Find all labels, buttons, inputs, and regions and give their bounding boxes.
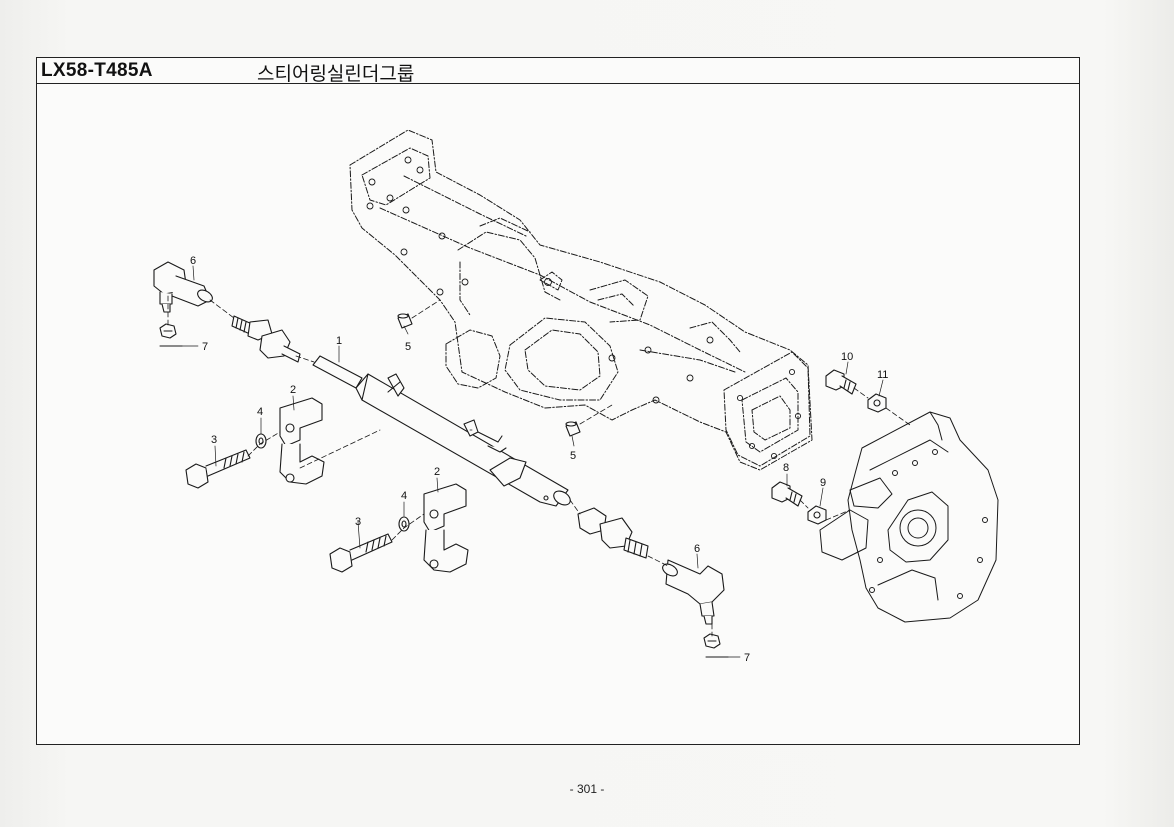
parts-diagram-frame: LX58-T485A 스티어링실린더그룹 — [36, 57, 1080, 745]
tie-rod-end-left — [153, 261, 213, 313]
bolt-8 — [771, 481, 803, 507]
callout-10: 10 — [841, 351, 853, 363]
callout-3-right: 3 — [355, 516, 361, 528]
callout-5-upper: 5 — [405, 341, 411, 353]
callout-7-right: 7 — [744, 652, 750, 664]
callout-6-left: 6 — [190, 255, 196, 267]
nut-11 — [867, 393, 887, 413]
callout-2-right: 2 — [434, 466, 440, 478]
group-name: 스티어링실린더그룹 — [257, 63, 415, 85]
callout-8: 8 — [783, 462, 789, 474]
callout-11: 11 — [877, 369, 888, 381]
callout-6-right: 6 — [694, 543, 700, 555]
washer-right — [398, 516, 410, 532]
model-code: LX58-T485A — [41, 60, 153, 81]
nut-9 — [807, 505, 827, 525]
title-bar: LX58-T485A 스티어링실린더그룹 — [37, 58, 1079, 85]
axle-housing-outline — [349, 129, 813, 471]
steering-cylinder — [312, 355, 571, 507]
callout-leaders — [181, 265, 884, 658]
callout-3-left: 3 — [211, 434, 217, 446]
bolt-right — [329, 533, 393, 573]
washer-left — [255, 433, 267, 449]
castle-nut-left — [159, 323, 183, 347]
bracket-right — [423, 483, 469, 573]
assembly-guide-lines — [167, 295, 911, 637]
housing-bolt-holes — [366, 156, 802, 460]
page-number: - 301 - — [569, 782, 605, 796]
castle-nut-right — [703, 633, 729, 658]
pin-upper — [397, 313, 413, 329]
callout-1: 1 — [336, 335, 342, 347]
pin-lower — [565, 421, 581, 437]
steering-knuckle — [819, 411, 999, 623]
callout-4-right: 4 — [401, 490, 407, 502]
tie-rod-end-right — [662, 559, 725, 625]
bolt-10 — [825, 369, 857, 395]
callout-2-left: 2 — [290, 384, 296, 396]
callout-7-left: 7 — [202, 341, 208, 353]
bolt-left — [185, 449, 251, 489]
adjuster-left — [231, 315, 301, 363]
adjuster-right — [577, 507, 649, 559]
callout-4-left: 4 — [257, 406, 263, 418]
bracket-left — [279, 397, 325, 485]
callout-5-lower: 5 — [570, 450, 576, 462]
callout-9: 9 — [820, 477, 826, 489]
